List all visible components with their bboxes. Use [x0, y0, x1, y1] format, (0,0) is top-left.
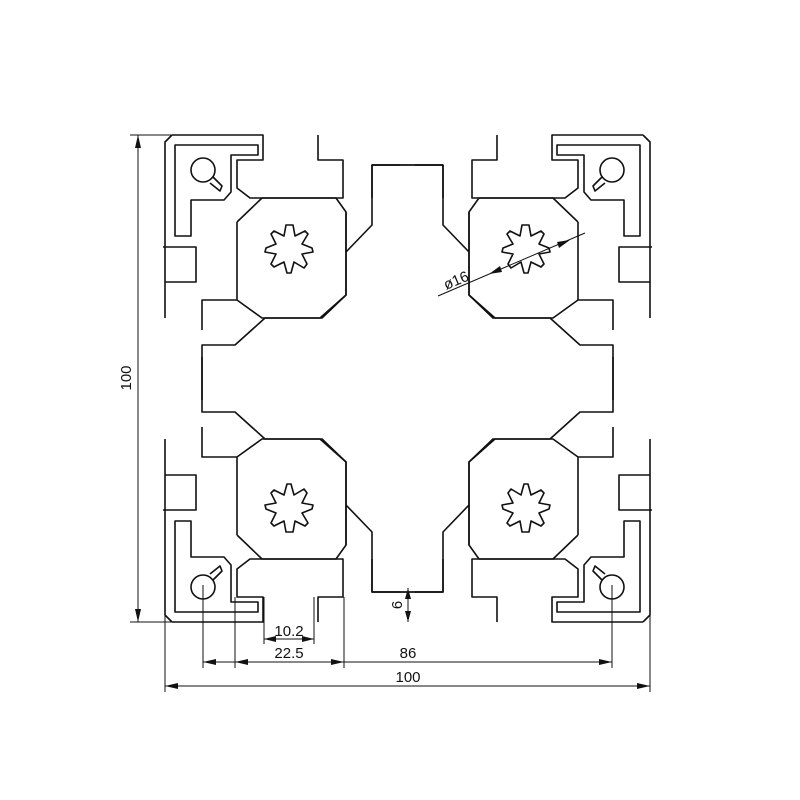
bore-diameter-label: ø16	[441, 268, 471, 294]
bore-diameter-arrow-upper	[557, 240, 570, 248]
slot-depth-arrow-top	[405, 588, 411, 599]
profile-cross-section	[162, 134, 653, 623]
hole-spacing-arrow-right	[599, 659, 612, 665]
slot-width-arrow-left	[235, 659, 248, 665]
width-arrow-left	[165, 683, 178, 689]
corner-outer-contour	[163, 134, 344, 318]
height-arrow-top	[135, 135, 141, 148]
bore-diameter-arrow-lower	[489, 266, 502, 274]
slot-width-arrow-right	[331, 659, 344, 665]
slot-opening-arrow-right	[302, 636, 314, 642]
bore-star	[264, 224, 314, 274]
slot-opening-label: 10.2	[274, 623, 303, 640]
hole-spacing-label: 86	[400, 645, 417, 662]
corner-keyhole-slot	[209, 176, 223, 192]
profile-quadrant-bottom-left	[162, 356, 444, 623]
corner-keyhole-circle	[190, 157, 216, 183]
profile-quadrant	[163, 134, 444, 400]
height-arrow-bottom	[135, 609, 141, 622]
slot-depth-arrow-bottom	[405, 611, 411, 622]
corner-boss-contour	[174, 144, 259, 237]
hole-spacing-arrow-left	[203, 659, 216, 665]
width-arrow-right	[637, 683, 650, 689]
profile-quadrant-top-right	[371, 134, 653, 401]
slot-opening-arrow-left	[264, 636, 276, 642]
profile-quadrant-bottom-right	[371, 356, 653, 623]
width-overall-label: 100	[395, 669, 420, 686]
bore-star-outline	[264, 224, 314, 274]
slot-width-label: 22.5	[274, 645, 303, 662]
slot-depth-label: 6	[389, 601, 406, 609]
dimension-annotations: 100 100 86 22.5 10.2 6	[118, 134, 651, 692]
height-overall-label: 100	[118, 365, 135, 390]
center-cavity-contour	[201, 164, 400, 400]
